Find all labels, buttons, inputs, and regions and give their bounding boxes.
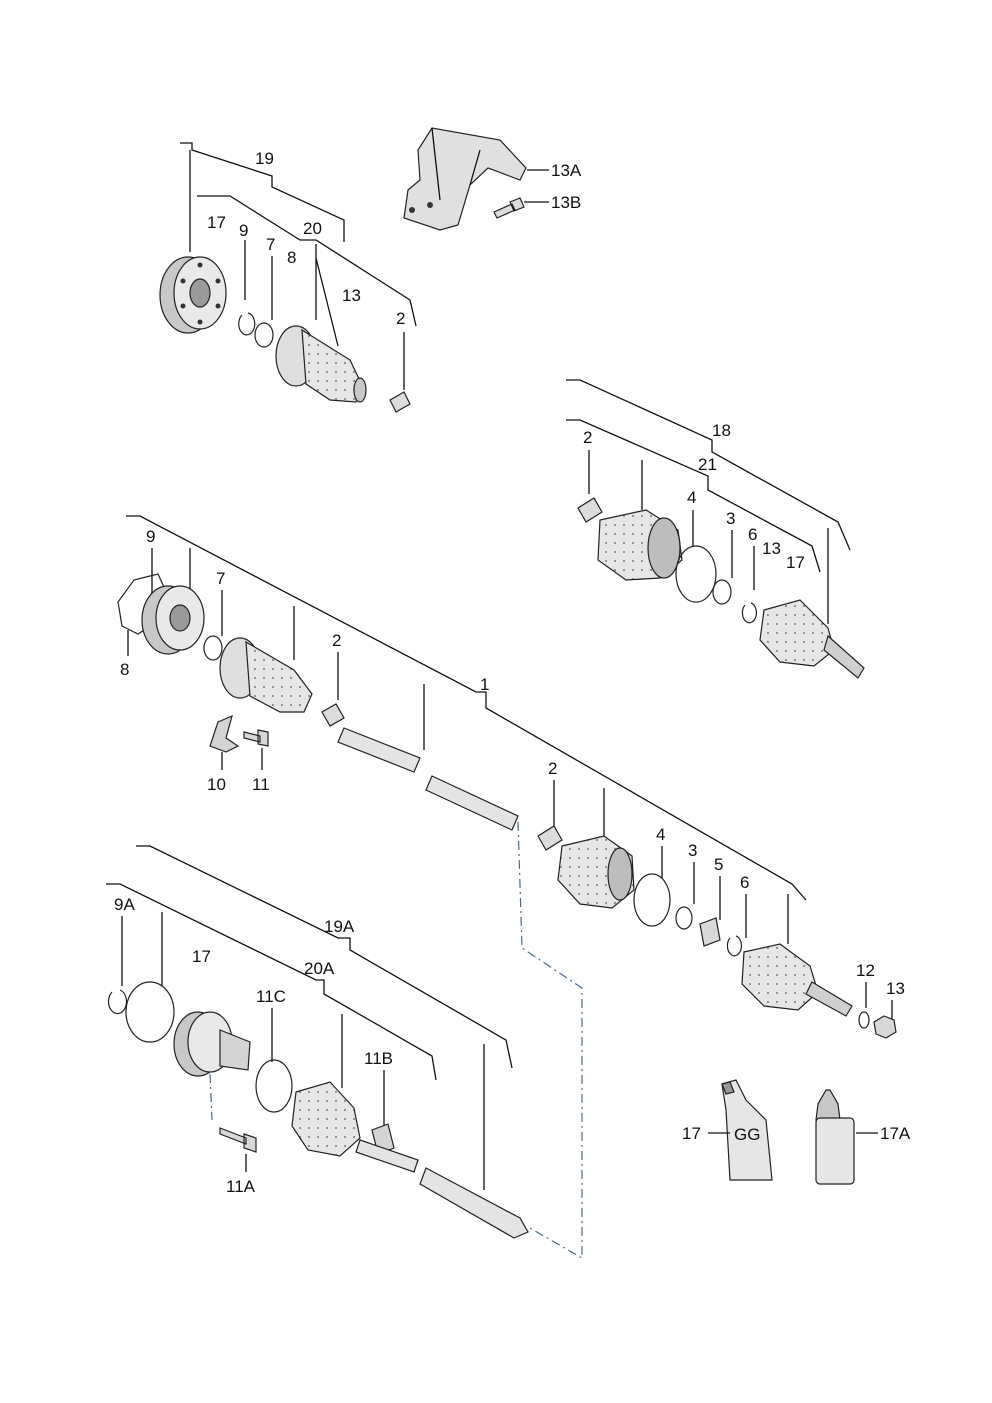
label-7-mid: 7 <box>216 569 225 588</box>
label-13-lower: 13 <box>886 979 905 998</box>
label-3-lower: 3 <box>688 841 697 860</box>
label-2-lower: 2 <box>548 759 557 778</box>
group-18: 18 21 2 4 3 6 13 17 <box>566 379 865 679</box>
grease-tube-icon: GG <box>721 1079 773 1181</box>
label-7-top: 7 <box>266 235 275 254</box>
label-20A: 20A <box>304 959 335 978</box>
label-5-lower: 5 <box>714 855 723 874</box>
boot-icon <box>291 1081 361 1157</box>
grease-group: GG 17 17A <box>682 1079 911 1185</box>
label-13-top: 13 <box>342 286 361 305</box>
boot-icon <box>597 509 683 581</box>
label-18: 18 <box>712 421 731 440</box>
outer-joint-icon <box>741 943 853 1017</box>
label-3-right: 3 <box>726 509 735 528</box>
label-12: 12 <box>856 961 875 980</box>
clamp-icon <box>633 873 671 927</box>
label-4-right: 4 <box>687 488 696 507</box>
boot-icon <box>275 325 367 403</box>
washer-icon <box>254 322 274 348</box>
tube-label: GG <box>734 1125 760 1144</box>
label-8-top: 8 <box>287 248 296 267</box>
bolt-icon <box>493 197 525 219</box>
circlip-icon <box>726 935 743 957</box>
label-17-top: 17 <box>207 213 226 232</box>
circlip-icon <box>741 602 758 624</box>
label-21: 21 <box>698 455 717 474</box>
label-13A: 13A <box>551 161 582 180</box>
flange-icon <box>141 585 205 655</box>
label-11: 11 <box>252 775 270 794</box>
boot-icon <box>219 637 313 713</box>
bottle-icon <box>815 1089 855 1185</box>
clamp-icon <box>537 825 563 851</box>
clamp-icon <box>389 391 411 413</box>
washer-icon <box>203 635 223 661</box>
label-2-right: 2 <box>583 428 592 447</box>
label-11C: 11C <box>256 987 286 1006</box>
group-19A: 19A 20A 9A 17 11C 11B 11A <box>106 845 529 1239</box>
shaft-icon <box>337 727 421 773</box>
flange-icon <box>159 256 227 334</box>
flange-icon <box>173 1011 251 1077</box>
label-20: 20 <box>303 219 322 238</box>
group-1: 1 9 7 2 8 10 11 2 <box>117 515 905 1039</box>
label-8-mid: 8 <box>120 660 129 679</box>
label-9A: 9A <box>114 895 135 914</box>
heat-shield-group: 13A 13B <box>403 127 582 231</box>
label-1: 1 <box>480 675 489 694</box>
label-17-grease: 17 <box>682 1124 701 1143</box>
label-13-right: 13 <box>762 539 781 558</box>
nut-icon <box>873 1015 897 1039</box>
heat-shield-icon <box>403 127 527 231</box>
label-10: 10 <box>207 775 226 794</box>
boot-icon <box>557 835 635 909</box>
label-13B: 13B <box>551 193 581 212</box>
washer-icon <box>675 906 693 930</box>
label-9-mid: 9 <box>146 527 155 546</box>
label-17-right: 17 <box>786 553 805 572</box>
bolt-icon <box>243 729 269 747</box>
label-6-lower: 6 <box>740 873 749 892</box>
label-19: 19 <box>255 149 274 168</box>
spacer-icon <box>699 917 721 947</box>
clamp-icon <box>675 545 717 603</box>
label-6-right: 6 <box>748 525 757 544</box>
washer-icon <box>712 579 732 605</box>
washer-icon <box>858 1011 870 1029</box>
clamp-icon <box>321 703 345 727</box>
guide-line <box>517 821 583 1260</box>
label-9-top: 9 <box>239 221 248 240</box>
label-2-mid: 2 <box>332 631 341 650</box>
label-19A: 19A <box>324 917 355 936</box>
bracket-icon <box>209 714 240 753</box>
label-11B: 11B <box>364 1049 393 1068</box>
group-19: 19 20 17 9 7 8 13 2 <box>159 142 417 413</box>
clamp-icon <box>577 497 603 523</box>
shaft-icon <box>419 1167 529 1239</box>
circlip-icon <box>238 312 256 336</box>
outer-joint-icon <box>759 599 865 679</box>
shaft-icon <box>355 1139 419 1173</box>
label-17A: 17A <box>880 1124 911 1143</box>
label-17-bottom: 17 <box>192 947 211 966</box>
o-ring-icon <box>125 981 175 1043</box>
bolt-icon <box>219 1127 257 1153</box>
label-2-top: 2 <box>396 309 405 328</box>
deflector-ring-icon <box>255 1059 293 1113</box>
circlip-icon <box>107 989 128 1015</box>
shaft-icon <box>425 775 519 831</box>
label-11A: 11A <box>226 1177 256 1196</box>
label-4-lower: 4 <box>656 825 665 844</box>
